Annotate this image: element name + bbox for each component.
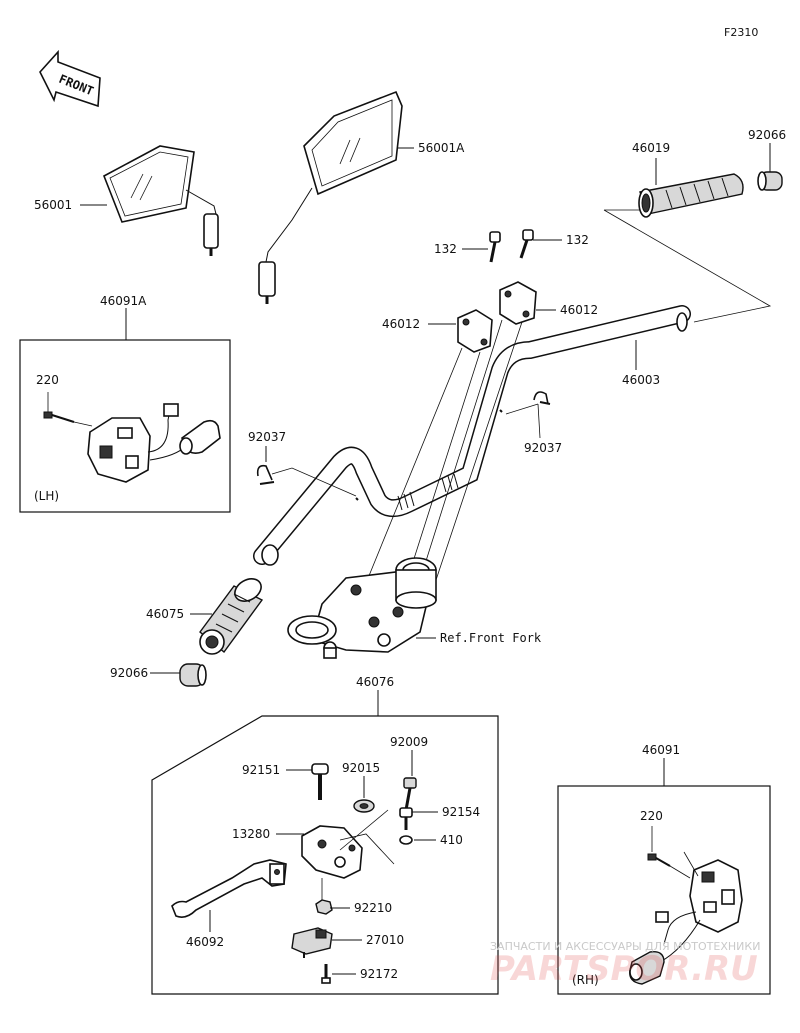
front-fork-icon (287, 557, 437, 659)
end-weight-right-icon (757, 171, 783, 191)
label-220-lh: 220 (36, 373, 59, 387)
label-92037-left: 92037 (248, 430, 286, 444)
label-46075: 46075 (146, 607, 184, 621)
figure-code: F2310 (724, 26, 758, 39)
bolt-132-left-icon (489, 231, 501, 263)
holder-right-icon (499, 281, 537, 325)
end-weight-left-icon (179, 663, 207, 687)
holder-left-icon (457, 309, 493, 353)
switch-lh-icon (87, 403, 221, 483)
label-92009: 92009 (390, 735, 428, 749)
switch-27010-icon (291, 927, 333, 958)
label-132-right: 132 (566, 233, 589, 247)
lever-assy-box (151, 715, 499, 995)
clamp-left-icon (256, 464, 275, 485)
clamp-right-icon (533, 391, 551, 405)
label-lh: (LH) (34, 489, 59, 503)
label-56001: 56001 (34, 198, 72, 212)
switch-rh-icon (629, 859, 743, 985)
label-92172: 92172 (360, 967, 398, 981)
label-46091A: 46091A (100, 294, 147, 308)
handlebar-icon (253, 305, 691, 566)
label-132-left: 132 (434, 242, 457, 256)
washer-410-icon (399, 835, 413, 845)
label-220-rh: 220 (640, 809, 663, 823)
label-46012-right: 46012 (560, 303, 598, 317)
label-46019: 46019 (632, 141, 670, 155)
label-46012-left: 46012 (382, 317, 420, 331)
label-92154: 92154 (442, 805, 480, 819)
label-92015: 92015 (342, 761, 380, 775)
screw-92172-icon (321, 964, 331, 984)
screw-rh-icon (647, 853, 671, 867)
label-92151: 92151 (242, 763, 280, 777)
mirror-right-icon (258, 90, 403, 304)
watermark-logo: PARTSPOR.RU (490, 949, 758, 989)
label-13280: 13280 (232, 827, 270, 841)
grip-right-icon (638, 173, 744, 218)
lever-46092-icon (171, 859, 287, 918)
label-46003: 46003 (622, 373, 660, 387)
screw-92009-icon (403, 777, 417, 811)
label-92066-right: 92066 (748, 128, 786, 142)
label-92210: 92210 (354, 901, 392, 915)
label-27010: 27010 (366, 933, 404, 947)
switch-lh-box (19, 339, 231, 513)
grip-left-icon (199, 578, 264, 655)
label-rh: (RH) (572, 973, 599, 987)
label-56001A: 56001A (418, 141, 465, 155)
mirror-left-icon (102, 145, 219, 256)
watermark-text: ЗАПЧАСТИ И АКСЕССУАРЫ ДЛЯ МОТОТЕХНИКИ (490, 940, 760, 953)
label-410: 410 (440, 833, 463, 847)
label-92066-left: 92066 (110, 666, 148, 680)
label-46076: 46076 (356, 675, 394, 689)
label-46091: 46091 (642, 743, 680, 757)
bolt-92154-icon (399, 807, 413, 830)
nut-92210-icon (315, 899, 333, 915)
front-arrow-icon: FRONT (39, 49, 101, 108)
bolt-132-right-icon (519, 229, 534, 259)
label-92037-right: 92037 (524, 441, 562, 455)
label-46092: 46092 (186, 935, 224, 949)
bolt-92151-icon (311, 763, 329, 800)
washer-92015-icon (353, 799, 375, 813)
label-ref-front-fork: Ref.Front Fork (440, 631, 542, 645)
holder-13280-icon (301, 825, 363, 879)
screw-lh-icon (43, 411, 75, 423)
